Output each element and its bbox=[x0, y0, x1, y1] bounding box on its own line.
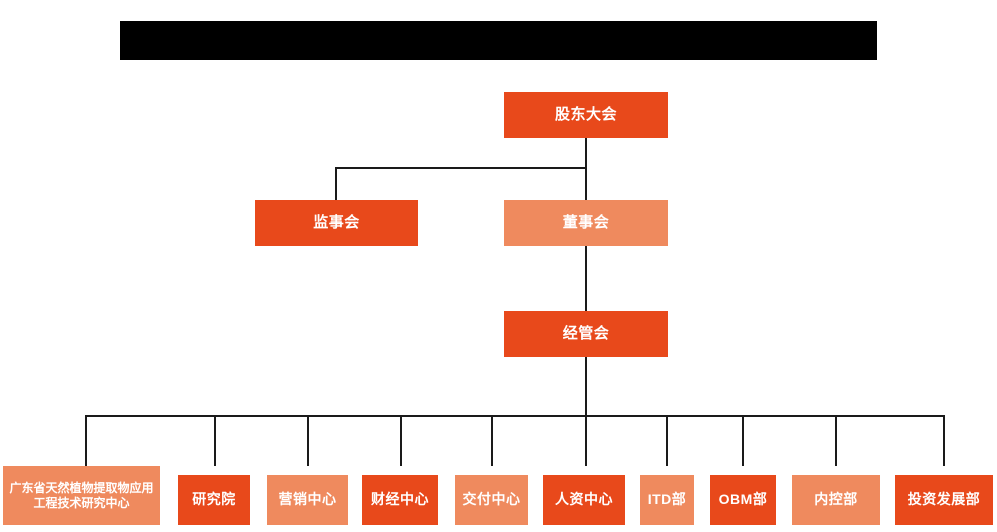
node-department-investment-development[interactable]: 投资发展部 bbox=[895, 475, 993, 525]
connector-department-bus bbox=[85, 415, 944, 417]
connector-drop-5 bbox=[491, 415, 493, 466]
node-shareholders-meeting[interactable]: 股东大会 bbox=[504, 92, 668, 138]
node-department-hr-center[interactable]: 人资中心 bbox=[543, 475, 625, 525]
connector-drop-8 bbox=[742, 415, 744, 466]
connector-drop-9 bbox=[835, 415, 837, 466]
connector-directors-to-management bbox=[585, 245, 587, 311]
node-department-research-institute[interactable]: 研究院 bbox=[178, 475, 250, 525]
connector-drop-1 bbox=[85, 415, 87, 466]
connector-drop-4 bbox=[400, 415, 402, 466]
connector-drop-6 bbox=[585, 415, 587, 466]
node-department-delivery-center[interactable]: 交付中心 bbox=[455, 475, 528, 525]
connector-to-board-of-supervisors bbox=[335, 167, 337, 201]
connector-management-down bbox=[585, 357, 587, 416]
node-board-of-directors[interactable]: 董事会 bbox=[504, 200, 668, 246]
connector-drop-2 bbox=[214, 415, 216, 466]
connector-to-board-of-directors bbox=[585, 167, 587, 201]
node-department-itd[interactable]: ITD部 bbox=[640, 475, 694, 525]
node-department-gd-research-center[interactable]: 广东省天然植物提取物应用工程技术研究中心 bbox=[3, 466, 160, 525]
connector-drop-10 bbox=[943, 415, 945, 466]
connector-drop-7 bbox=[666, 415, 668, 466]
node-management-committee[interactable]: 经管会 bbox=[504, 311, 668, 357]
connector-drop-3 bbox=[307, 415, 309, 466]
node-department-obm[interactable]: OBM部 bbox=[710, 475, 776, 525]
node-department-internal-control[interactable]: 内控部 bbox=[792, 475, 880, 525]
connector-l1-bus bbox=[335, 167, 587, 169]
redacted-title-banner bbox=[120, 21, 877, 60]
node-department-marketing-center[interactable]: 营销中心 bbox=[267, 475, 348, 525]
node-board-of-supervisors[interactable]: 监事会 bbox=[255, 200, 418, 246]
node-department-finance-center[interactable]: 财经中心 bbox=[362, 475, 438, 525]
connector-l1-down bbox=[585, 138, 587, 168]
